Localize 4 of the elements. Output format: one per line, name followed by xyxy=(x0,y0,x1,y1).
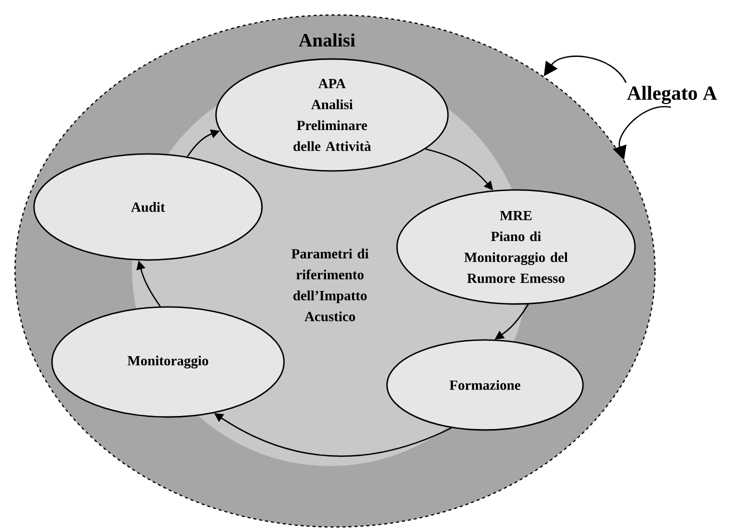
annotation-text: Allegato A xyxy=(627,86,717,104)
center-text: Parametri di riferimento dell’Impatto Acustico xyxy=(292,248,369,322)
arrow xyxy=(544,56,627,84)
heading-text: Analisi xyxy=(298,33,356,47)
